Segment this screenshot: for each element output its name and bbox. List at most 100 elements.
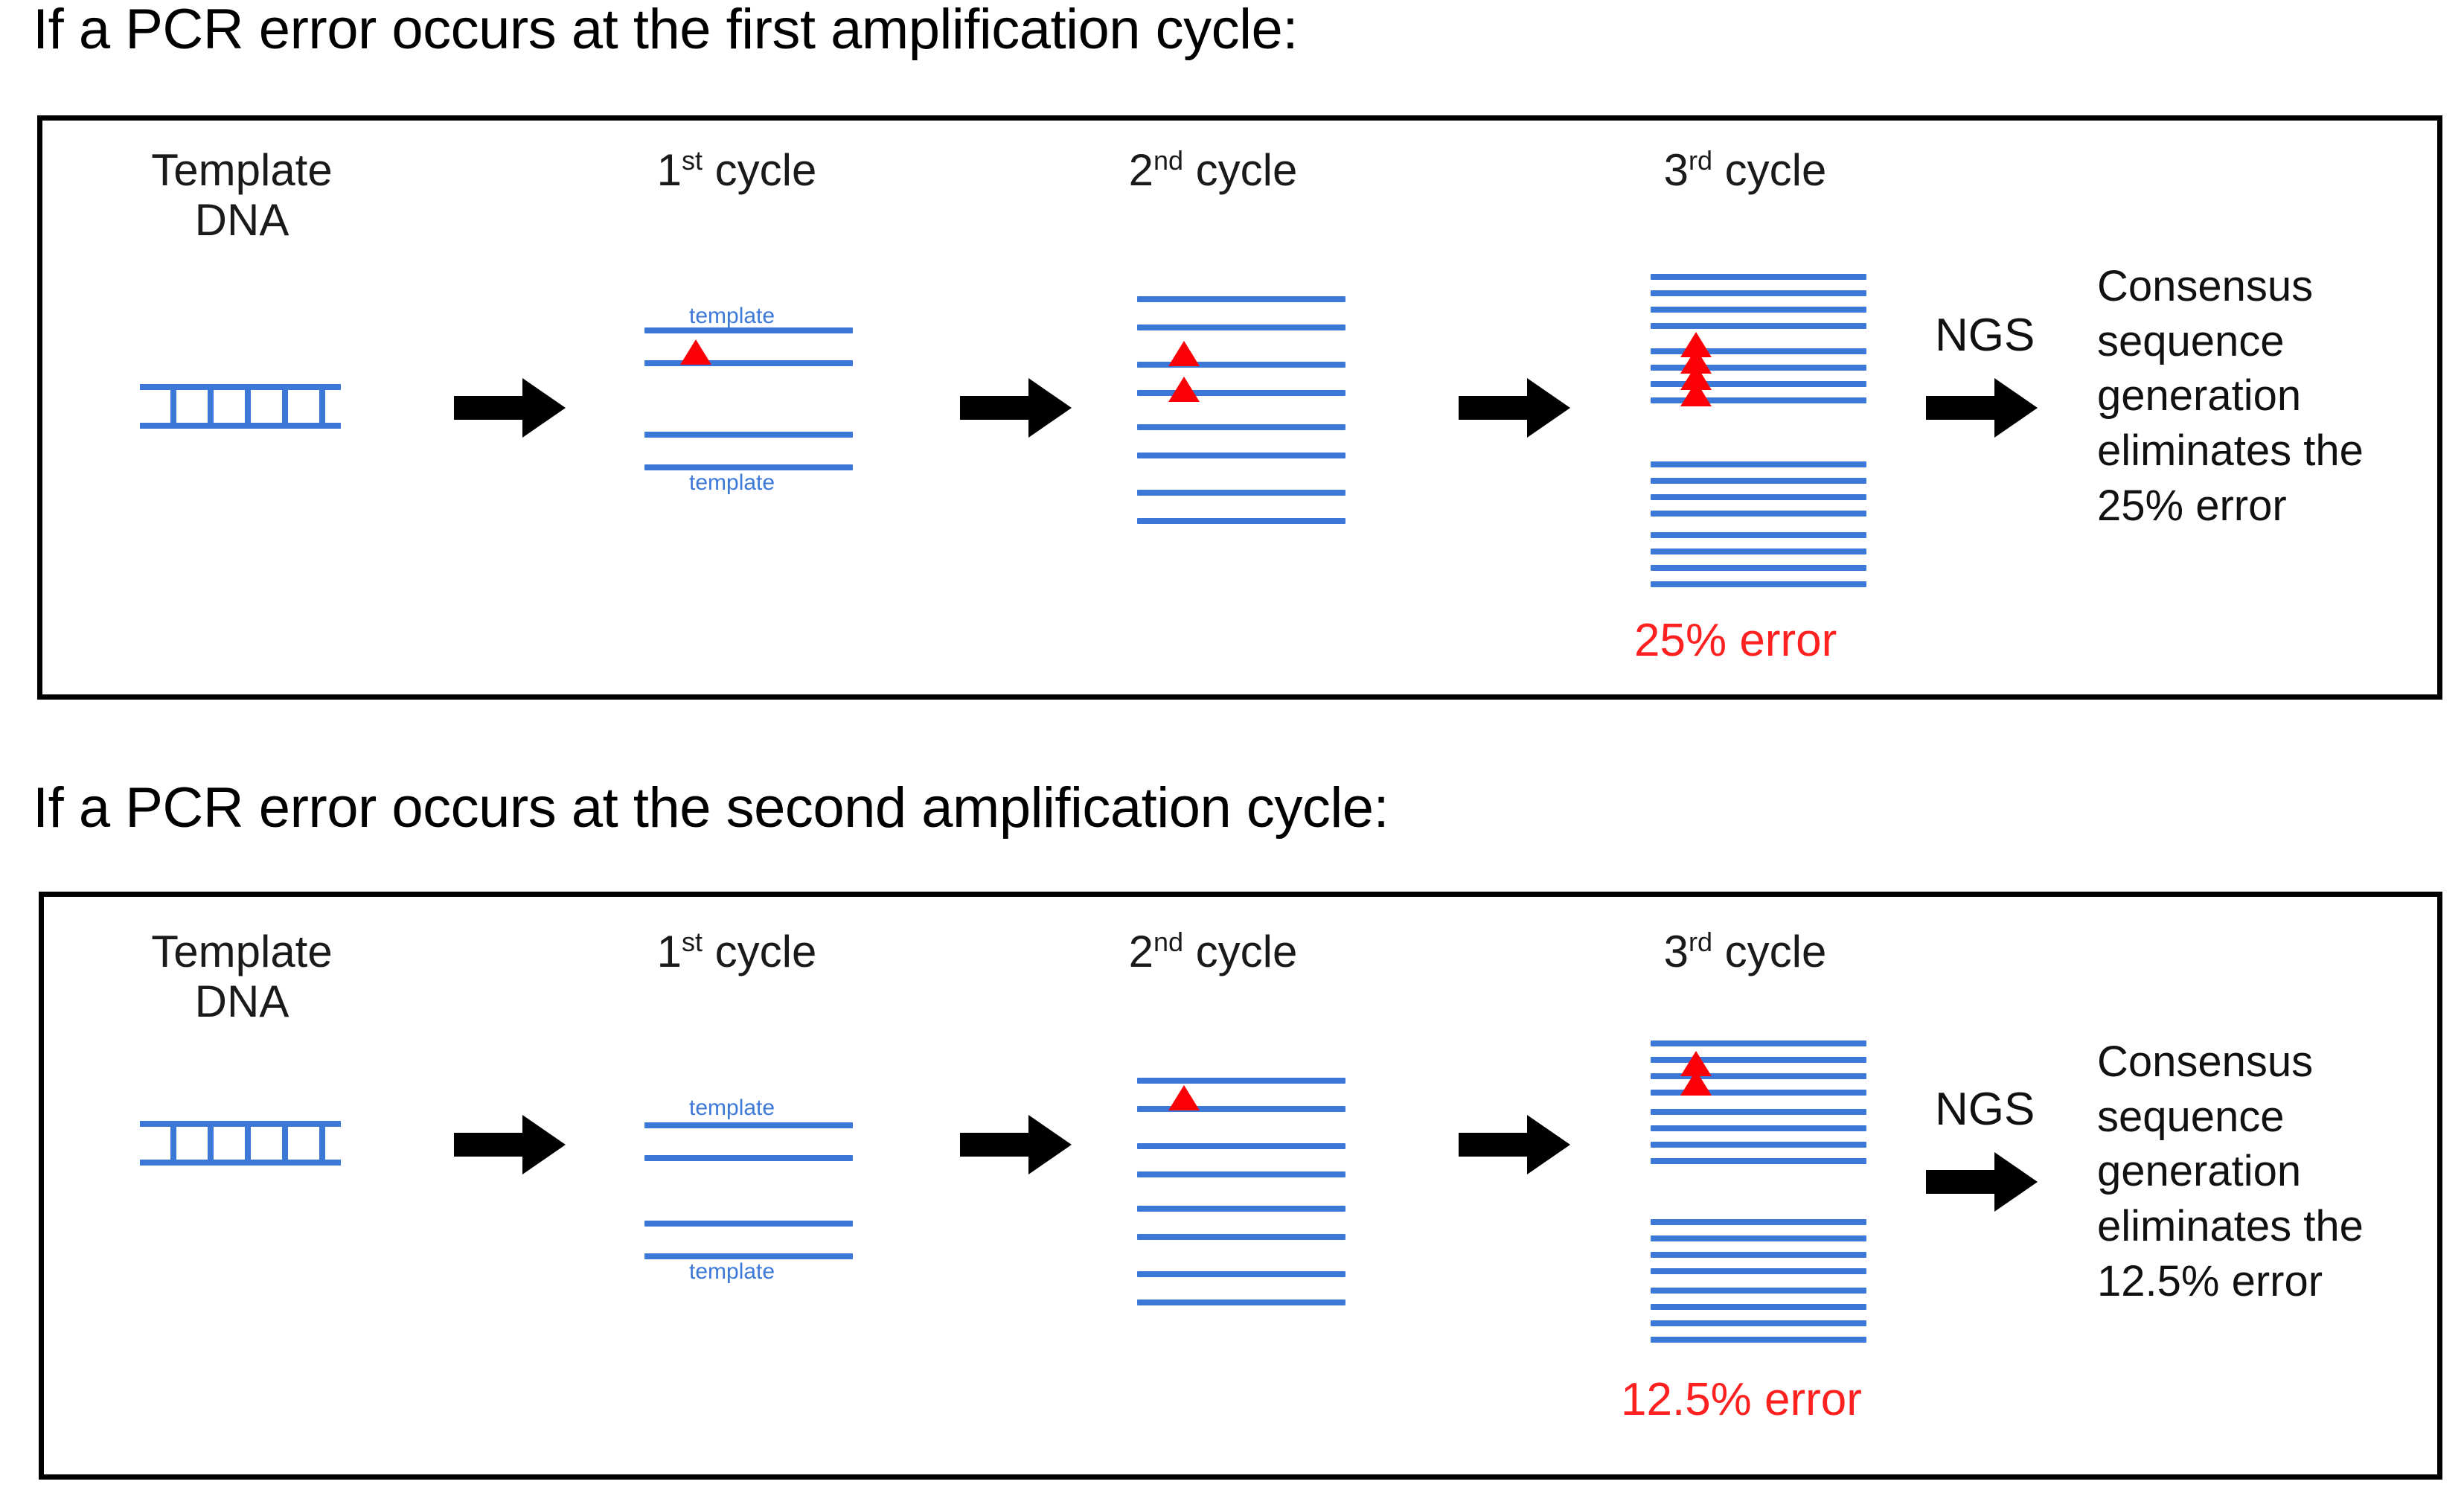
ngs-label-second: NGS <box>1935 1084 2035 1135</box>
dna-strand <box>1651 1268 1866 1274</box>
cycle1-num: 1 <box>656 145 682 195</box>
dna-strand <box>1651 1090 1866 1096</box>
template-dna-ladder-2 <box>140 1120 341 1166</box>
process-arrow-3 <box>1459 372 1570 444</box>
process-arrow-4 <box>1926 372 2038 444</box>
dna-strand <box>644 1253 853 1259</box>
consensus-line: Consensus <box>2097 1038 2314 1086</box>
dna-strand <box>1651 494 1866 500</box>
consensus-line: generation <box>2097 1147 2302 1196</box>
cycle1-ord: st <box>681 927 703 957</box>
column-label-template-dna-2: Template DNA <box>130 927 353 1026</box>
consensus-line: sequence <box>2097 316 2285 365</box>
dna-strand <box>1651 1288 1866 1294</box>
dna-strand <box>1137 1078 1345 1084</box>
cycle1-ord: st <box>681 145 703 176</box>
dna-strand <box>1137 490 1345 496</box>
dna-strand <box>1137 325 1345 330</box>
dna-strand <box>1137 518 1345 524</box>
dna-strand <box>644 464 853 470</box>
dna-strand <box>644 360 853 366</box>
dna-strand <box>644 1122 853 1128</box>
dna-strand <box>644 1155 853 1161</box>
dna-strand <box>1137 296 1345 302</box>
process-arrow-2-2 <box>960 1109 1072 1180</box>
template-strand-label-top: template <box>689 304 775 328</box>
panel-title-second: If a PCR error occurs at the second ampl… <box>33 776 1389 840</box>
mutation-marker-icon <box>1168 341 1200 366</box>
cycle3-word: cycle <box>1712 145 1827 195</box>
column-label-cycle-1-2: 1st cycle <box>618 927 856 976</box>
dna-strand <box>1651 1125 1866 1131</box>
ngs-label-first: NGS <box>1935 310 2035 361</box>
dna-strand <box>1651 1235 1866 1241</box>
panel-title-first: If a PCR error occurs at the first ampli… <box>33 0 1298 61</box>
consensus-line: Consensus <box>2097 262 2314 310</box>
cycle3-ord: rd <box>1688 927 1712 957</box>
dna-strand <box>1651 274 1866 280</box>
error-percentage-label-second: 12.5% error <box>1621 1374 1862 1425</box>
dna-strand <box>1651 581 1866 587</box>
panel-box-second <box>39 892 2442 1480</box>
cycle3-word: cycle <box>1712 927 1827 976</box>
dna-strand <box>1651 348 1866 354</box>
column-label-cycle-3-2: 3rd cycle <box>1626 927 1864 976</box>
consensus-text-first: Consensus sequence generation eliminates… <box>2097 259 2464 533</box>
template-strand-label-bottom: template <box>689 470 775 495</box>
column-label-cycle-2-2: 2nd cycle <box>1094 927 1332 976</box>
consensus-line: sequence <box>2097 1092 2285 1141</box>
consensus-line: 25% error <box>2097 481 2287 530</box>
template-label-line2: DNA <box>194 976 289 1027</box>
template-label-line1: Template <box>151 927 333 976</box>
cycle1-num: 1 <box>656 927 682 976</box>
mutation-marker-icon <box>1680 1070 1712 1096</box>
dna-strand <box>1651 1304 1866 1310</box>
cycle1-word: cycle <box>703 927 817 976</box>
process-arrow-3-2 <box>1459 1109 1570 1180</box>
dna-strand <box>1651 1320 1866 1326</box>
consensus-line: generation <box>2097 371 2302 421</box>
dna-strand <box>1137 1106 1345 1112</box>
template-strand-label-top: template <box>689 1096 775 1120</box>
column-label-cycle-3: 3rd cycle <box>1626 145 1864 195</box>
mutation-marker-icon <box>1168 1085 1200 1110</box>
dna-strand <box>1651 565 1866 571</box>
dna-strand <box>1651 1158 1866 1164</box>
cycle3-ord: rd <box>1688 145 1712 176</box>
dna-strand <box>1137 1206 1345 1212</box>
column-label-cycle-1: 1st cycle <box>618 145 856 195</box>
dna-strand <box>1651 549 1866 554</box>
dna-strand <box>1651 290 1866 296</box>
cycle2-num: 2 <box>1128 145 1153 195</box>
cycle2-num: 2 <box>1128 927 1153 976</box>
dna-strand <box>1651 532 1866 538</box>
mutation-marker-icon <box>680 339 711 365</box>
cycle3-num: 3 <box>1663 145 1689 195</box>
template-strand-label-bottom: template <box>689 1259 775 1284</box>
dna-strand <box>1137 362 1345 368</box>
consensus-line: eliminates the <box>2097 426 2364 475</box>
dna-strand <box>1137 1143 1345 1149</box>
dna-strand <box>1651 381 1866 387</box>
dna-strand <box>1651 365 1866 371</box>
dna-strand <box>1651 1040 1866 1046</box>
dna-strand <box>1137 1171 1345 1177</box>
dna-strand <box>1137 453 1345 458</box>
dna-strand <box>644 1221 853 1227</box>
dna-strand <box>1651 461 1866 467</box>
dna-strand <box>1651 478 1866 484</box>
column-label-cycle-2: 2nd cycle <box>1094 145 1332 195</box>
process-arrow-1 <box>454 372 566 444</box>
cycle3-num: 3 <box>1663 927 1689 976</box>
dna-strand <box>1651 1252 1866 1258</box>
dna-strand <box>1651 1337 1866 1343</box>
cycle2-word: cycle <box>1183 145 1298 195</box>
dna-strand <box>1137 390 1345 396</box>
consensus-line: eliminates the <box>2097 1201 2364 1250</box>
template-dna-ladder <box>140 383 341 429</box>
column-label-template-dna: Template DNA <box>130 145 353 245</box>
dna-strand <box>1137 1234 1345 1240</box>
template-label-line1: Template <box>151 145 333 195</box>
dna-strand <box>1651 1219 1866 1225</box>
cycle2-ord: nd <box>1153 927 1184 957</box>
